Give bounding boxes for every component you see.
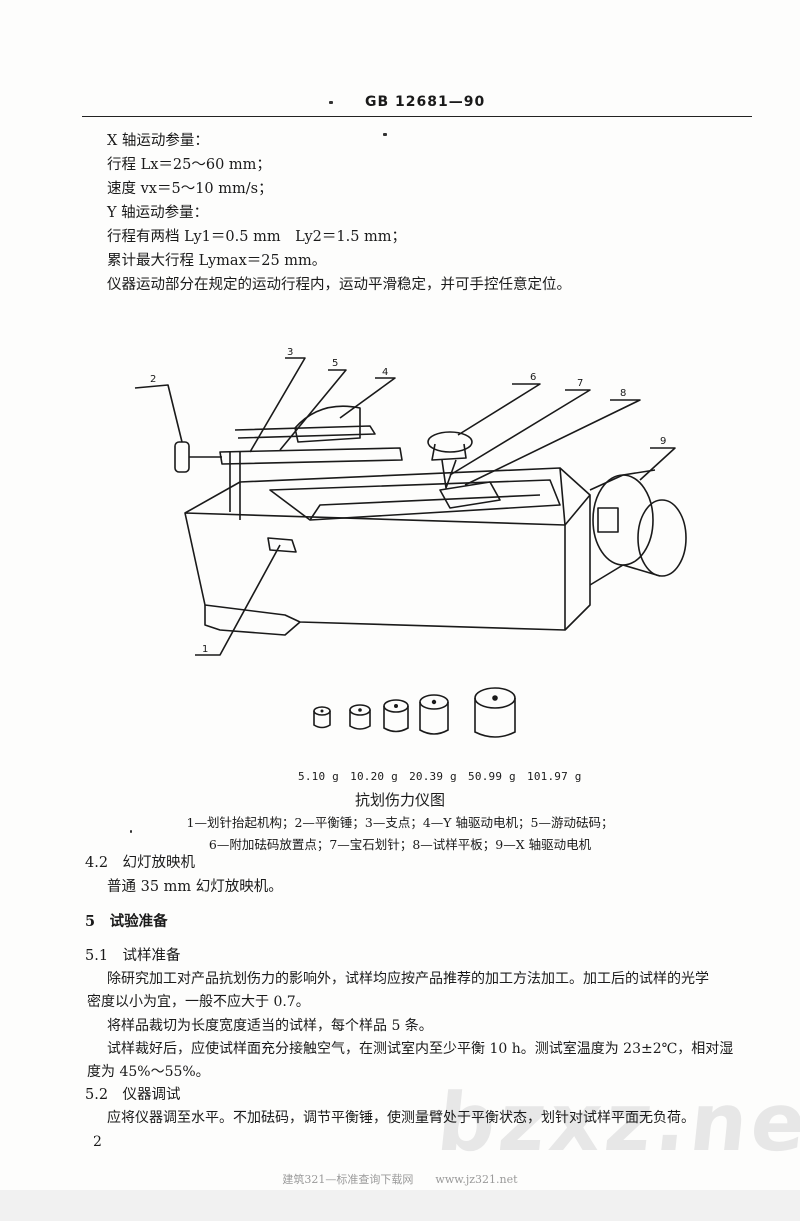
figure-legend-line1: 1—划针抬起机构；2—平衡锤；3—支点；4—Y 轴驱动电机；5—游动砝码； bbox=[186, 815, 614, 830]
figure-title: 抗划伤力仪图 bbox=[354, 791, 445, 809]
section-5-1-p3b: 度为 45%～55%。 bbox=[87, 1064, 210, 1080]
instrument-body bbox=[184, 512, 566, 631]
section-5-1-p2: 将样品裁切为长度宽度适当的试样，每个样品 5 条。 bbox=[107, 1018, 433, 1034]
callout-3: 3 bbox=[287, 347, 293, 358]
weight-5g bbox=[313, 706, 331, 729]
weight-100g bbox=[474, 687, 516, 738]
sample-plate bbox=[439, 481, 501, 509]
motion-note: 仪器运动部分在规定的运动行程内，运动平滑稳定，并可手控任意定位。 bbox=[107, 277, 571, 293]
callout-4: 4 bbox=[382, 367, 388, 378]
section-5-heading: 5 试验准备 bbox=[85, 913, 168, 930]
section-5-1-heading: 5.1 试样准备 bbox=[85, 948, 181, 964]
page bbox=[0, 0, 800, 1190]
callout-7: 7 bbox=[577, 378, 583, 389]
section-5-1-p3a: 试样裁好后，应使试样面充分接触空气，在测试室内至少平衡 10 h。测试室温度为 … bbox=[107, 1041, 734, 1057]
speck bbox=[130, 830, 132, 833]
section-4-2-heading: 4.2 幻灯放映机 bbox=[85, 855, 196, 871]
weight-10g bbox=[349, 704, 371, 730]
x-motor bbox=[592, 474, 654, 566]
section-4-2-body: 普通 35 mm 幻灯放映机。 bbox=[107, 879, 283, 895]
weight-50g bbox=[419, 694, 449, 735]
x-axis-title: X 轴运动参量： bbox=[107, 133, 209, 149]
weight-20g bbox=[383, 699, 409, 733]
x-axis-stroke: 行程 Lx＝25～60 mm； bbox=[107, 157, 271, 173]
x-axis-speed: 速度 vx＝5～10 mm/s； bbox=[107, 181, 273, 197]
standard-code: GB 12681—90 bbox=[365, 94, 486, 110]
y-axis-title: Y 轴运动参量： bbox=[107, 205, 209, 221]
speck bbox=[329, 101, 333, 104]
page-number: 2 bbox=[93, 1134, 102, 1150]
weights-label: 5.10 g 10.20 g 20.39 g 50.99 g 101.97 g bbox=[298, 770, 582, 783]
callout-9: 9 bbox=[660, 436, 666, 447]
callout-6: 6 bbox=[530, 372, 536, 383]
scratch-tester-figure: 1 2 3 4 5 6 7 8 9 bbox=[134, 347, 687, 738]
y-axis-steps: 行程有两档 Ly1＝0.5 mm Ly2＝1.5 mm； bbox=[107, 229, 407, 245]
measuring-arm bbox=[219, 447, 403, 465]
section-5-1-p1a: 除研究加工对产品抗划伤力的影响外，试样均应按产品推荐的加工方法加工。加工后的试样… bbox=[107, 971, 709, 987]
section-5-1-p1b: 密度以小为宜，一般不应大于 0.7。 bbox=[87, 994, 310, 1010]
callout-2: 2 bbox=[150, 374, 156, 385]
callout-1: 1 bbox=[202, 644, 208, 655]
section-5-2-p1: 应将仪器调至水平。不加砝码，调节平衡锤，使测量臂处于平衡状态，划针对试样平面无负… bbox=[107, 1110, 695, 1126]
callout-8: 8 bbox=[620, 388, 626, 399]
lift-mechanism bbox=[267, 537, 297, 553]
section-5-2-heading: 5.2 仪器调试 bbox=[85, 1087, 181, 1103]
figure-legend-line2: 6—附加砝码放置点；7—宝石划针；8—试样平板；9—X 轴驱动电机 bbox=[208, 837, 592, 852]
speck bbox=[383, 133, 387, 136]
y-motor bbox=[294, 405, 361, 443]
header-rule bbox=[82, 116, 752, 117]
viewer-bottom-band bbox=[0, 1190, 800, 1221]
callout-5: 5 bbox=[332, 358, 338, 369]
balance-weight bbox=[174, 441, 190, 473]
y-axis-max: 累计最大行程 Lymax＝25 mm。 bbox=[107, 253, 327, 269]
weight-point bbox=[427, 431, 473, 453]
site-footer: 建筑321—标准查询下载网 www.jz321.net bbox=[282, 1173, 518, 1186]
